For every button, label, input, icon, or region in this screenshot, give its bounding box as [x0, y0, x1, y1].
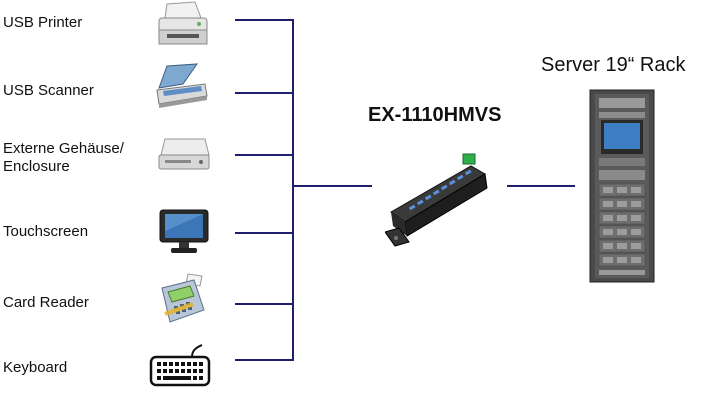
scanner-icon [156, 63, 208, 108]
keyboard-icon [149, 344, 211, 387]
hard-drive-icon [158, 138, 210, 170]
device-label-enclosure-2: Enclosure [3, 158, 70, 175]
printer-icon [158, 1, 208, 45]
device-label-printer: USB Printer [3, 14, 83, 31]
monitor-icon [159, 209, 209, 253]
device-label-card-reader: Card Reader [3, 294, 89, 311]
device-label-scanner: USB Scanner [3, 82, 94, 99]
usb-hub-icon [385, 153, 488, 247]
card-reader-icon [161, 273, 205, 323]
server-label: Server 19“ Rack [541, 54, 686, 76]
server-rack-icon [589, 89, 655, 283]
device-label-enclosure-1: Externe Gehäuse/ [3, 140, 124, 157]
hub-label: EX-1110HMVS [368, 104, 502, 126]
device-label-keyboard: Keyboard [3, 359, 68, 376]
device-label-touchscreen: Touchscreen [3, 223, 89, 240]
